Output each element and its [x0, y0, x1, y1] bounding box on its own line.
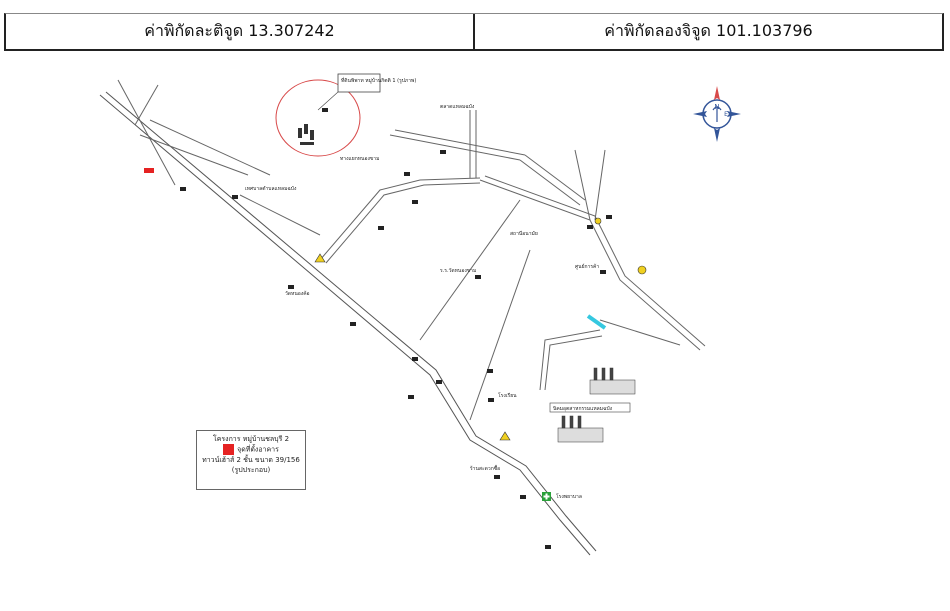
- project-buildings: [298, 124, 314, 145]
- place-labels: เทศบาลตำบลแหลมฉบัง ทางแยกหนองขาม ตลาดแหล…: [245, 104, 599, 500]
- water-canal: [586, 314, 607, 330]
- map-legend: โครงการ หมู่บ้านชลบุรี 2 จุดที่ตั้งอาคาร…: [196, 430, 306, 490]
- red-square-icon: [223, 444, 235, 455]
- project-highlight-circle: [275, 79, 361, 157]
- factory-icon-lower: [557, 415, 604, 443]
- legend-title: โครงการ หมู่บ้านชลบุรี 2: [212, 435, 290, 443]
- svg-text:ร.ร.วัดหนองขาม: ร.ร.วัดหนองขาม: [440, 268, 476, 274]
- svg-text:วัดหนองค้อ: วัดหนองค้อ: [285, 290, 310, 297]
- svg-text:โรงพยาบาล: โรงพยาบาล: [556, 493, 582, 500]
- coordinate-header: ค่าพิกัดละติจูด 13.307242 ค่าพิกัดลองจิจ…: [4, 13, 944, 51]
- red-markers: [144, 168, 154, 173]
- svg-text:ศูนย์การค้า: ศูนย์การค้า: [575, 263, 599, 270]
- svg-text:ตลาดแหลมฉบัง: ตลาดแหลมฉบัง: [440, 104, 475, 110]
- svg-text:ทางแยกหนองขาม: ทางแยกหนองขาม: [340, 156, 379, 162]
- landmark-markers: [180, 108, 612, 549]
- longitude-label: ค่าพิกัดลองจิจูด 101.103796: [473, 14, 942, 49]
- factory-label: นิคมอุตสาหกรรมแหลมฉบัง: [553, 405, 613, 412]
- main-highway: [99, 91, 597, 556]
- svg-text:สถานีอนามัย: สถานีอนามัย: [510, 230, 538, 237]
- legend-marker-row: จุดที่ตั้งอาคาร: [197, 444, 305, 455]
- project-callout-box: [337, 73, 381, 93]
- hospital-icon: [542, 492, 551, 501]
- legend-note: (รูปประกอบ): [231, 466, 271, 474]
- project-callout-text: ที่ดินพิพาท หมู่บ้านกิตติ 1 (รูปภาพ): [341, 77, 416, 84]
- latitude-label: ค่าพิกัดละติจูด 13.307242: [144, 21, 335, 40]
- svg-text:เทศบาลตำบลแหลมฉบัง: เทศบาลตำบลแหลมฉบัง: [245, 186, 297, 192]
- secondary-roads: [117, 79, 706, 421]
- svg-text:โรงเรียน: โรงเรียน: [498, 392, 517, 399]
- compass-rose-icon: N E: [693, 86, 741, 142]
- svg-text:E: E: [724, 111, 728, 118]
- legend-detail: ทาวน์เฮ้าส์ 2 ชั้น ขนาด 39/156: [202, 456, 300, 464]
- warning-markers: [314, 217, 647, 441]
- legend-marker-label: จุดที่ตั้งอาคาร: [237, 445, 279, 454]
- svg-text:ร้านสะดวกซื้อ: ร้านสะดวกซื้อ: [470, 463, 500, 472]
- factory-icon-upper: [589, 367, 636, 395]
